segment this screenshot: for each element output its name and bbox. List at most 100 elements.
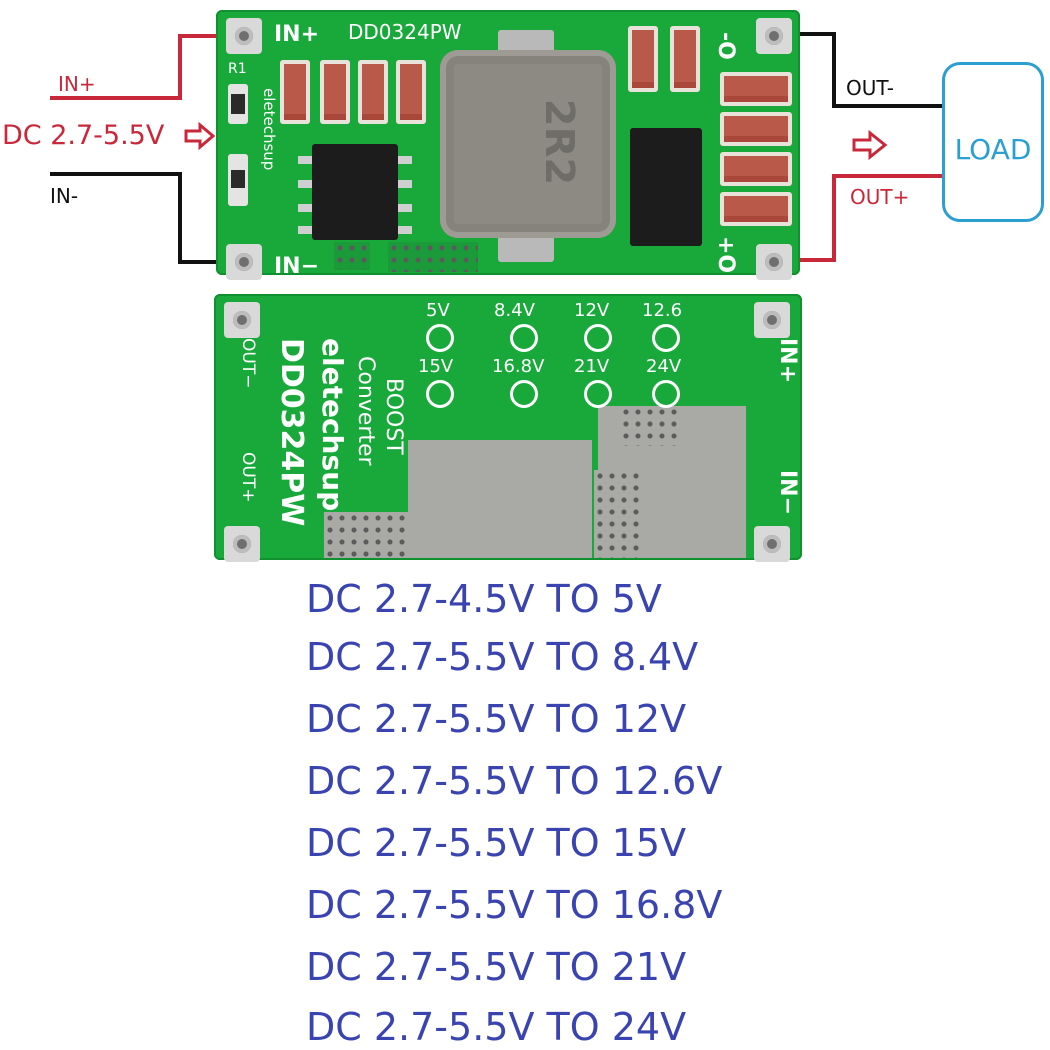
in-plus-wire	[178, 34, 182, 100]
capacitor	[320, 60, 350, 124]
out-plus-wire	[832, 174, 944, 178]
silk-in-plus: IN+	[775, 338, 800, 384]
input-range-label: DC 2.7-5.5V	[2, 120, 165, 151]
silk-brand: eletechsup	[316, 338, 349, 512]
solder-pad	[510, 380, 538, 408]
capacitor	[720, 152, 792, 186]
out-plus-label: OUT+	[850, 185, 910, 209]
out-plus-wire	[832, 174, 836, 262]
capacitor	[720, 192, 792, 226]
mounting-hole	[754, 526, 790, 562]
solder-pad	[426, 380, 454, 408]
via-grid	[388, 242, 478, 272]
voltage-option: DC 2.7-5.5V TO 16.8V	[306, 883, 723, 927]
silk-converter: Converter	[353, 356, 378, 466]
capacitor	[280, 60, 310, 124]
pad-label-row2: 16.8V	[492, 356, 545, 377]
pad-label-row1: 12.6	[642, 300, 683, 321]
inductor-mark: 2R2	[536, 98, 583, 186]
capacitor	[720, 72, 792, 106]
in-minus-label: IN-	[50, 184, 79, 208]
output-arrow-icon	[852, 130, 888, 160]
pad-label-row2: 21V	[574, 356, 610, 377]
capacitor	[670, 26, 700, 92]
inductor-pad	[498, 236, 554, 262]
load-label: LOAD	[954, 133, 1032, 166]
capacitor	[720, 112, 792, 146]
solder-pad	[652, 324, 680, 352]
power-inductor	[440, 50, 616, 238]
silk-brand: eletechsup	[260, 88, 278, 171]
pad-label-row1: 12V	[574, 300, 610, 321]
silk-in-minus: IN−	[274, 254, 320, 279]
silk-out-minus: OUT−	[238, 338, 258, 389]
ic-pin	[298, 226, 312, 234]
silk-out-plus: +O	[713, 236, 738, 274]
silk-out-plus: OUT+	[238, 452, 258, 503]
out-plus-wire	[770, 258, 836, 262]
out-minus-wire	[770, 32, 836, 36]
silk-in-plus: IN+	[274, 22, 320, 47]
in-plus-label: IN+	[58, 72, 96, 96]
pcb-top-view: IN+ DD0324PW IN− R1 R2 eletechsup -O +O	[216, 10, 800, 280]
pad-label-row2: 24V	[646, 356, 682, 377]
silk-boost: BOOST	[381, 378, 406, 455]
ic-pin	[298, 180, 312, 188]
out-minus-wire	[832, 32, 836, 108]
solder-pad	[426, 324, 454, 352]
via-grid	[620, 406, 680, 446]
mounting-hole	[224, 526, 260, 562]
in-minus-wire	[178, 172, 182, 264]
voltage-option: DC 2.7-5.5V TO 15V	[306, 821, 687, 865]
voltage-option: DC 2.7-5.5V TO 12.6V	[306, 759, 723, 803]
mounting-hole	[756, 244, 792, 280]
resistor-r1-body	[231, 94, 245, 114]
solder-area	[408, 440, 592, 558]
ic-pin	[398, 156, 412, 164]
solder-pad	[510, 324, 538, 352]
via-grid	[594, 470, 644, 558]
silk-out-minus: -O	[713, 32, 738, 60]
silk-in-minus: IN−	[775, 470, 800, 516]
input-arrow-icon	[184, 122, 216, 150]
load-box: LOAD	[942, 62, 1044, 222]
pad-label-row2: 15V	[418, 356, 454, 377]
in-minus-wire	[50, 172, 182, 176]
pad-label-row1: 8.4V	[494, 300, 535, 321]
resistor-r2-body	[231, 170, 245, 188]
ic-pin	[298, 204, 312, 212]
voltage-option: DC 2.7-5.5V TO 12V	[306, 697, 687, 741]
ic-pin	[398, 180, 412, 188]
schottky-diode	[630, 128, 702, 246]
voltage-option: DC 2.7-4.5V TO 5V	[306, 577, 662, 621]
capacitor	[628, 26, 658, 92]
mounting-hole	[226, 244, 262, 280]
capacitor	[396, 60, 426, 124]
pcb-bottom-view: 5V 8.4V 12V 12.6 15V 16.8V 21V 24V DD032…	[214, 294, 802, 562]
in-plus-wire	[50, 96, 182, 100]
voltage-option: DC 2.7-5.5V TO 21V	[306, 945, 687, 989]
mounting-hole	[226, 18, 262, 54]
in-minus-wire	[178, 260, 248, 264]
mounting-hole	[224, 302, 260, 338]
solder-pad	[652, 380, 680, 408]
silk-r1: R1	[228, 61, 247, 77]
out-minus-wire	[832, 104, 944, 108]
pad-label-row1: 5V	[426, 300, 450, 321]
mounting-hole	[754, 302, 790, 338]
solder-pad	[584, 380, 612, 408]
solder-pad	[584, 324, 612, 352]
controller-ic	[312, 144, 398, 240]
silk-model: DD0324PW	[348, 20, 462, 44]
via-grid	[324, 512, 408, 558]
ic-pin	[398, 226, 412, 234]
capacitor	[358, 60, 388, 124]
silk-model: DD0324PW	[274, 338, 309, 527]
mounting-hole	[756, 18, 792, 54]
ic-pin	[398, 204, 412, 212]
via-grid	[334, 242, 370, 270]
voltage-option: DC 2.7-5.5V TO 24V	[306, 1005, 687, 1049]
ic-pin	[298, 156, 312, 164]
in-plus-wire	[178, 34, 248, 38]
